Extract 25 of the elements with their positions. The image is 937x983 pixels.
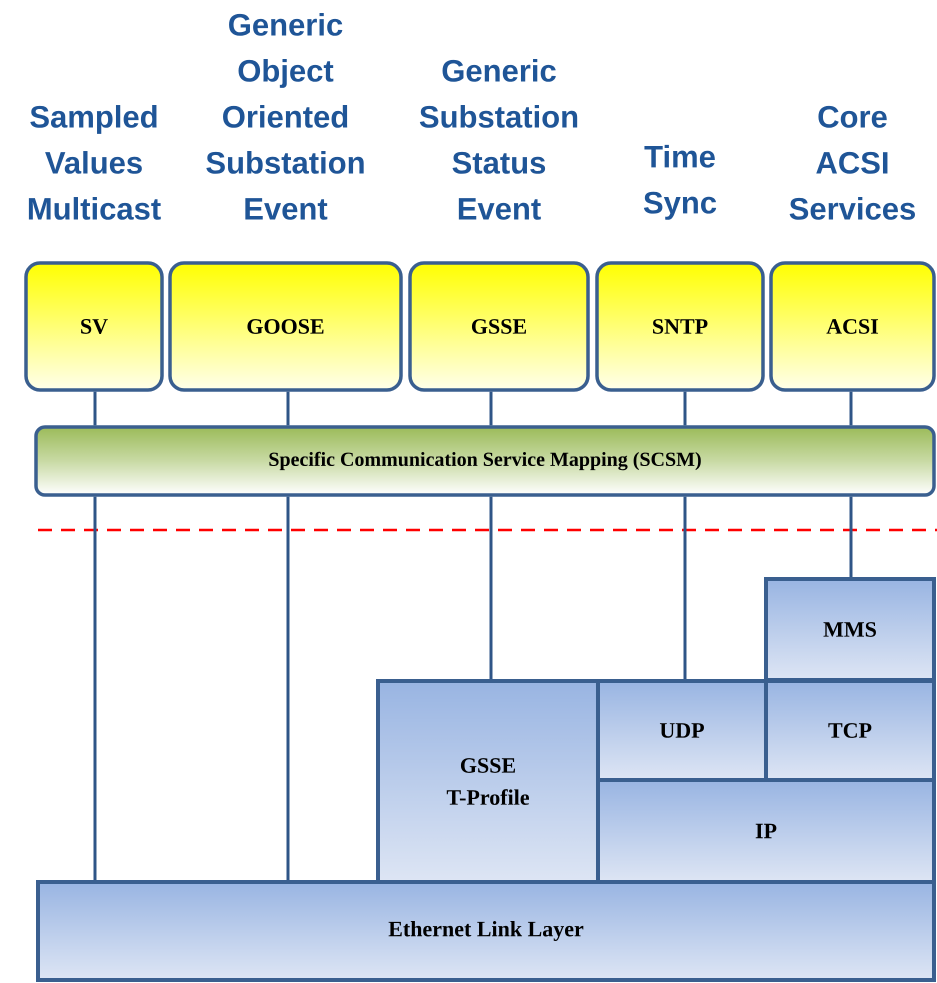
mapping-band: Specific Communication Service Mapping (SCSM) xyxy=(34,425,936,497)
service-heading: Core ACSI Services xyxy=(790,106,915,220)
protocol-box: TCP xyxy=(764,679,936,782)
service-box: SNTP xyxy=(595,261,765,392)
service-box: SV xyxy=(24,261,164,392)
connector-line xyxy=(850,392,852,426)
service-box: GSSE xyxy=(408,261,590,392)
service-heading: Generic Substation Status Event xyxy=(420,59,578,220)
protocol-box: UDP xyxy=(596,679,768,782)
protocol-box: GSSE T-Profile xyxy=(376,679,600,884)
connector-line xyxy=(490,496,492,679)
connector-line xyxy=(850,496,852,577)
service-heading: Sampled Values Multicast xyxy=(28,105,161,220)
service-heading: Time Sync xyxy=(644,144,716,220)
service-box: GOOSE xyxy=(168,261,403,392)
connector-line xyxy=(286,392,290,426)
connector-line xyxy=(94,496,96,880)
service-box: ACSI xyxy=(769,261,936,392)
connector-line xyxy=(286,496,290,880)
connector-line xyxy=(94,392,96,426)
service-heading: Generic Object Oriented Substation Event xyxy=(206,13,364,220)
connector-line xyxy=(684,392,686,426)
connector-line xyxy=(490,392,492,426)
protocol-box: MMS xyxy=(764,577,936,682)
connector-line xyxy=(684,496,686,679)
